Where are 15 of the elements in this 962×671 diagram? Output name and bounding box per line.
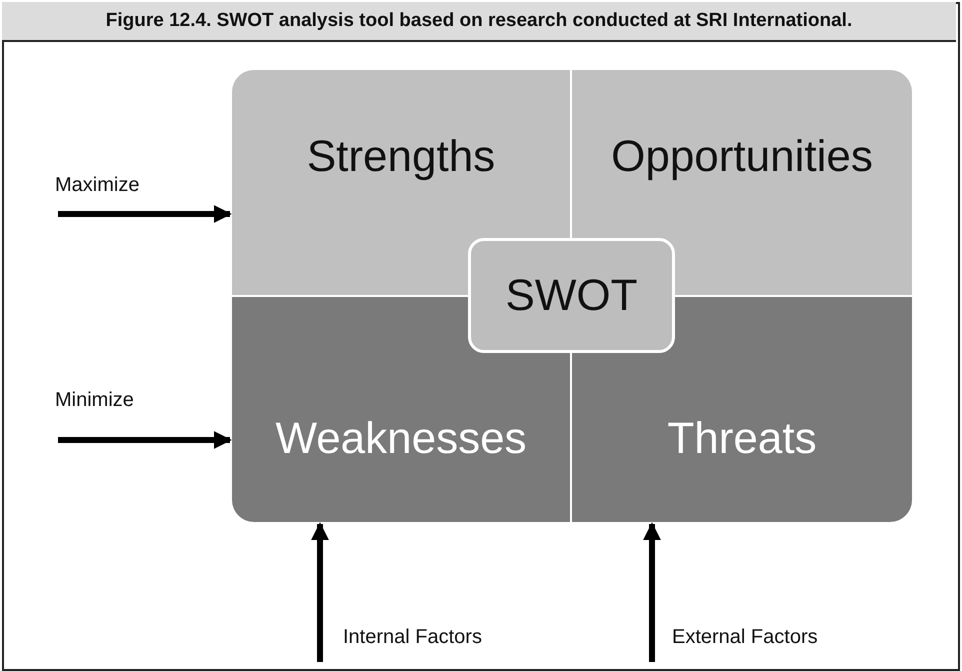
arrow (643, 522, 661, 662)
quadrant-label: SWOT (506, 270, 638, 320)
edge-label: Internal Factors (343, 626, 482, 649)
arrow (311, 522, 329, 662)
figure-title: Figure 12.4. SWOT analysis tool based on research conducted at SRI International. (2, 2, 956, 42)
edge-label: Maximize (55, 174, 140, 197)
quadrant-label: Opportunities (611, 132, 873, 182)
quadrant-label: Strengths (306, 132, 496, 182)
edge-label: External Factors (672, 626, 818, 649)
quadrant-label: Weaknesses (275, 414, 527, 464)
quadrant-label: Threats (667, 414, 817, 464)
arrow (58, 431, 232, 449)
center-box (468, 238, 675, 353)
arrow (58, 205, 232, 223)
edge-label: Minimize (55, 389, 134, 412)
